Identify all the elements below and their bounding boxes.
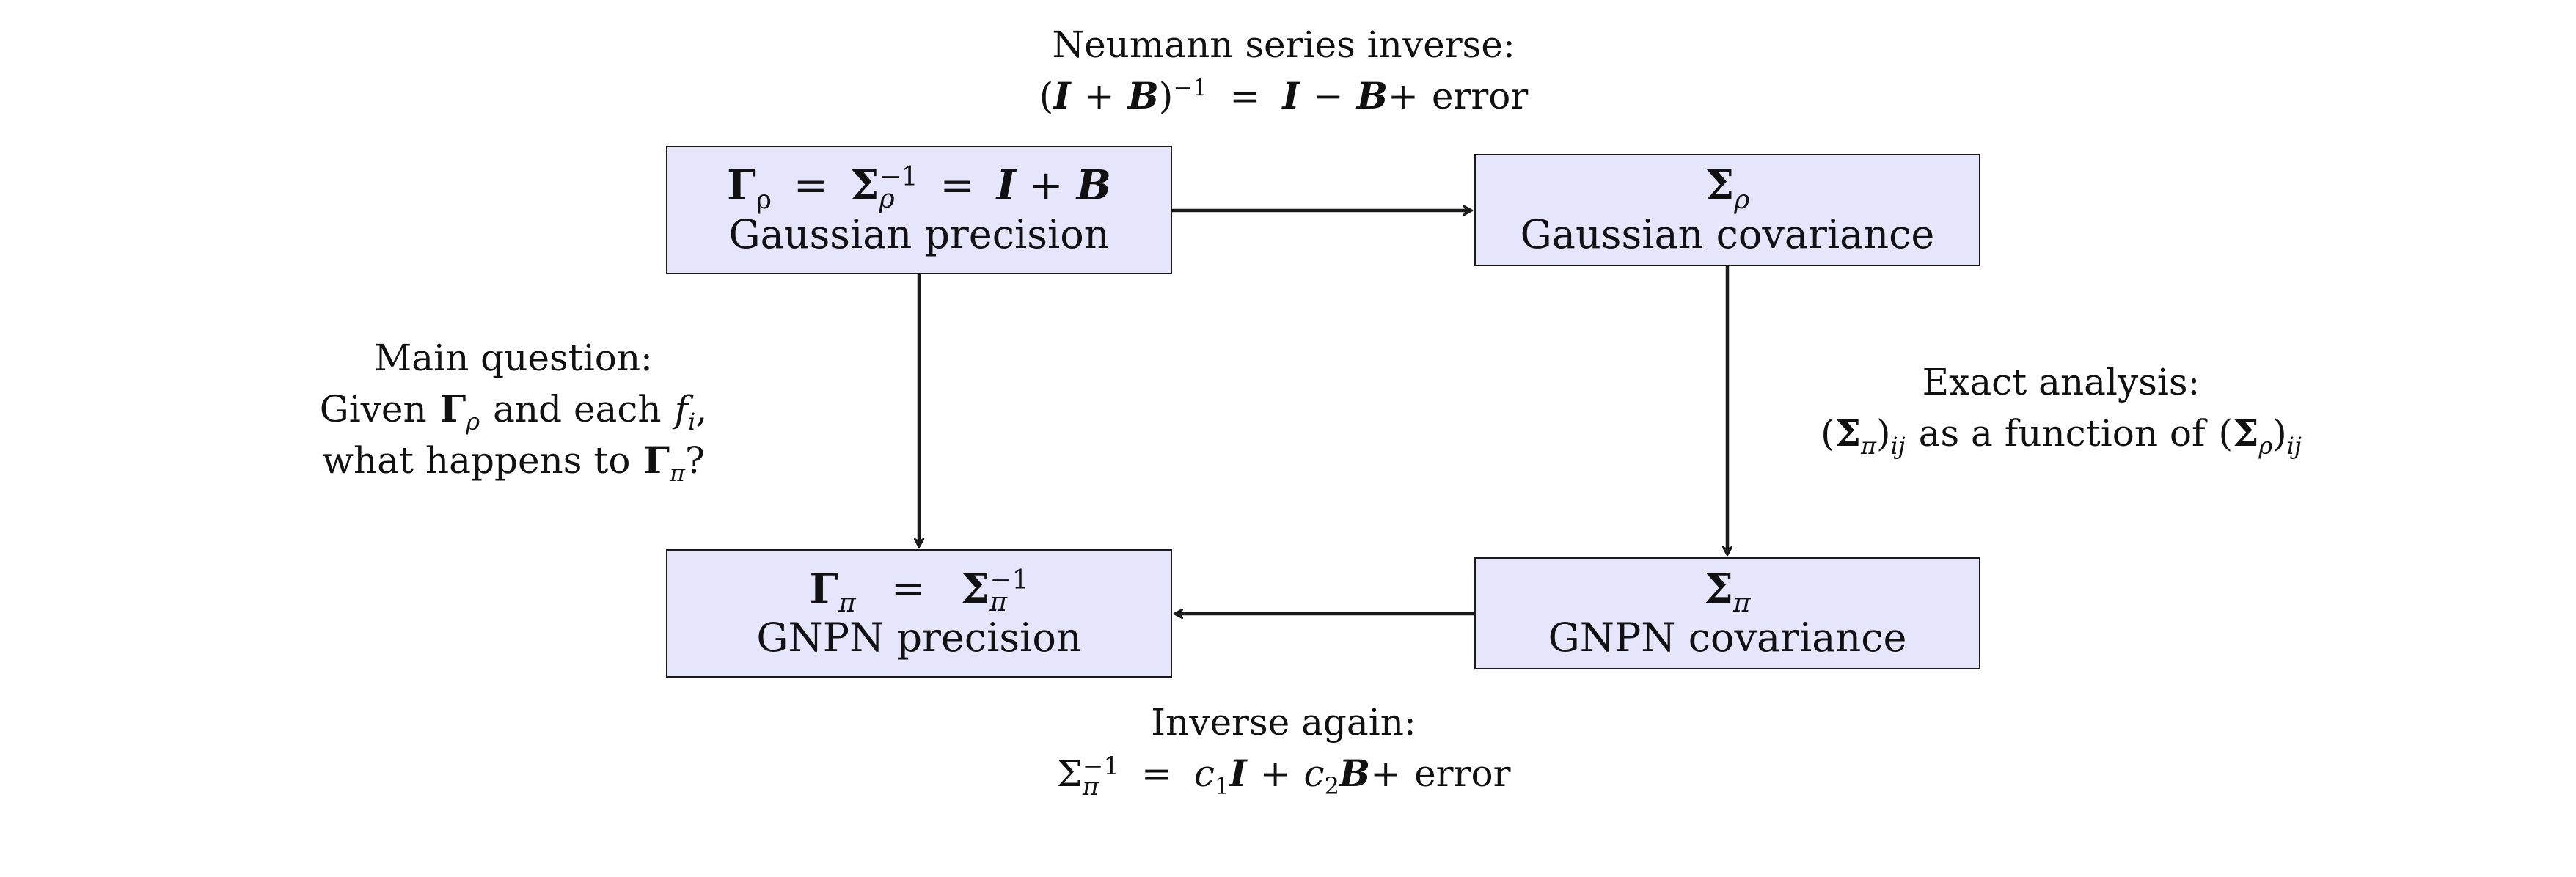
gnpn-covariance-formula: Σπ — [1704, 565, 1750, 617]
rho-subscript: ρ — [466, 408, 480, 436]
sigma-symbol: Σ — [960, 564, 990, 613]
pi-subscript: π — [1733, 588, 1751, 619]
gamma-symbol: Γ — [727, 161, 756, 210]
gnpn-precision-label: GNPN precision — [756, 614, 1082, 661]
plus-sign: + — [1028, 161, 1064, 210]
annotation-title: Neumann series inverse: — [1052, 23, 1515, 66]
equals-sign: = — [1141, 752, 1172, 795]
ij-subscript: ij — [2286, 432, 2302, 460]
plus-sign: + — [1083, 75, 1115, 117]
sigma-symbol: Σ — [849, 161, 879, 210]
pi-subscript: π — [670, 459, 686, 487]
rho-subscript: ρ — [879, 184, 895, 215]
two-subscript: 2 — [1324, 772, 1339, 800]
pi-subscript: π — [989, 587, 1008, 618]
identity-matrix: I — [1053, 74, 1071, 117]
inverse-superscript: −1 — [989, 565, 1029, 596]
gaussian-covariance-label: Gaussian covariance — [1520, 211, 1935, 257]
gamma-symbol: Γ — [439, 387, 466, 430]
rho-subscript: ρ — [1734, 185, 1750, 216]
main-question-line-2: Given Γρ and each fi, — [242, 384, 785, 435]
analysis-text: as a function of — [1918, 412, 2206, 455]
inverse-superscript: −1 — [879, 162, 918, 193]
matrix-b: B — [1127, 74, 1159, 117]
matrix-b: B — [1356, 74, 1388, 117]
i-subscript: i — [688, 408, 696, 436]
error-term: error — [1431, 75, 1529, 117]
rho-subscript: ρ — [755, 184, 772, 215]
paren-close: ) — [1876, 412, 1891, 455]
plus-sign: + — [1387, 75, 1419, 117]
annotation-title: Main question: — [374, 337, 653, 379]
neumann-formula: (I+B)−1=I−B+error — [880, 70, 1687, 122]
gamma-symbol: Γ — [643, 438, 670, 482]
main-question-line-3: what happens to Γπ? — [242, 435, 785, 486]
paren-open: ( — [1821, 412, 1835, 455]
inverse-superscript: −1 — [1082, 752, 1119, 781]
annotation-title: Exact analysis: — [1922, 361, 2200, 403]
question-text: what happens to — [322, 439, 631, 482]
gamma-symbol: Γ — [809, 564, 839, 613]
comma: , — [695, 388, 708, 430]
matrix-b: B — [1076, 161, 1111, 210]
equals-sign: = — [793, 161, 828, 210]
plus-sign: + — [1370, 752, 1402, 795]
inverse-superscript: −1 — [1173, 73, 1208, 102]
gnpn-covariance-label: GNPN covariance — [1548, 614, 1907, 661]
sigma-symbol: Σ — [1704, 565, 1734, 613]
sigma-symbol: Σ — [1705, 161, 1735, 210]
minus-sign: − — [1312, 75, 1344, 117]
question-text: Given — [319, 388, 427, 430]
question-mark: ? — [685, 439, 705, 482]
node-gnpn-covariance: Σπ GNPN covariance — [1474, 557, 1980, 669]
pi-subscript: π — [1860, 432, 1876, 460]
annotation-neumann-series: Neumann series inverse: (I+B)−1=I−B+erro… — [880, 19, 1687, 122]
paren-open: ( — [1039, 75, 1054, 117]
identity-matrix: I — [996, 161, 1016, 210]
gaussian-precision-label: Gaussian precision — [728, 211, 1110, 258]
error-term: error — [1414, 752, 1511, 795]
one-subscript: 1 — [1214, 772, 1230, 800]
gaussian-covariance-formula: Σρ — [1705, 161, 1750, 213]
equals-sign: = — [940, 161, 975, 210]
identity-matrix: I — [1229, 752, 1247, 795]
ij-subscript: ij — [1890, 432, 1906, 460]
pi-subscript: π — [838, 587, 856, 618]
identity-matrix: I — [1282, 74, 1300, 117]
function-f: f — [674, 388, 689, 430]
rho-subscript: ρ — [2258, 432, 2273, 460]
paren-open: ( — [2218, 412, 2233, 455]
coefficient-c: c — [1303, 752, 1325, 795]
plus-sign: + — [1259, 752, 1291, 795]
matrix-b: B — [1339, 752, 1371, 795]
coefficient-c: c — [1193, 752, 1215, 795]
paren-close: ) — [2272, 412, 2287, 455]
question-text: and each — [493, 388, 662, 430]
sigma-symbol: Σ — [2233, 411, 2259, 455]
annotation-title: Inverse again: — [1151, 701, 1416, 744]
equals-sign: = — [1229, 75, 1261, 117]
paren-close: ) — [1158, 75, 1174, 117]
equals-sign: = — [890, 565, 926, 613]
sigma-symbol: Σ — [1834, 411, 1861, 455]
node-gaussian-covariance: Σρ Gaussian covariance — [1474, 154, 1980, 266]
sigma-symbol: Σ — [1056, 752, 1083, 795]
pi-subscript: π — [1082, 772, 1099, 801]
